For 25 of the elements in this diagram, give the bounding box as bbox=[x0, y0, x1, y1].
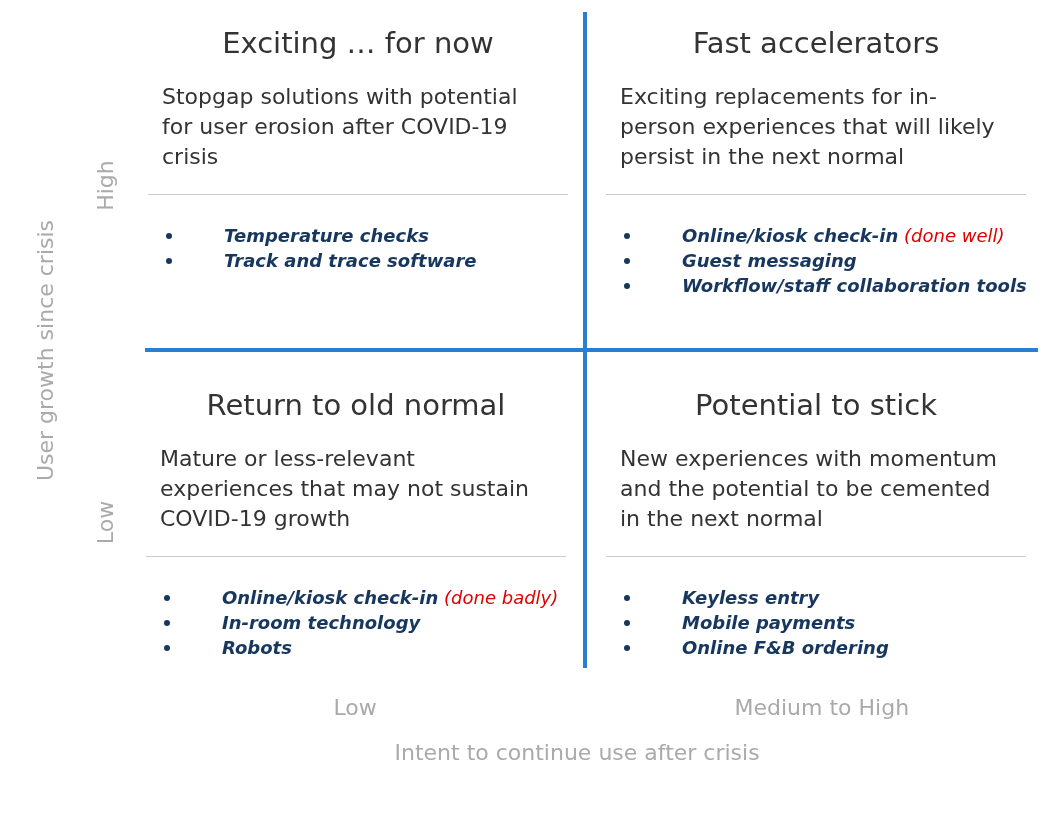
bullet-item: Robots bbox=[222, 636, 292, 660]
quadrant-heading: Return to old normal bbox=[205, 388, 507, 422]
quadrant-description: Stopgap solutions with potential for user erosion after COVID-19 crisis bbox=[162, 83, 519, 171]
bullet-item: Online F&B ordering bbox=[682, 636, 889, 660]
bullet-item: Guest messaging bbox=[682, 249, 857, 273]
axis-label: Medium to High bbox=[734, 694, 910, 720]
quadrant-description: New experiences with momentum and the potential to be cemented in the next normal bbox=[620, 445, 998, 533]
bullet-item: Online/kiosk check-in (done badly) bbox=[222, 586, 559, 610]
quadrant-heading: Exciting … for now bbox=[221, 26, 495, 60]
axis-title: User growth since crisis bbox=[32, 219, 58, 481]
quadrant-heading: Potential to stick bbox=[694, 388, 938, 422]
bullet-item: In-room technology bbox=[222, 611, 421, 635]
bullet-item: Workflow/staff collaboration tools bbox=[682, 274, 1027, 298]
bullet-item: Online/kiosk check-in (done well) bbox=[682, 224, 1005, 248]
bullet-item: Track and trace software bbox=[224, 249, 477, 273]
axis-label: High bbox=[92, 159, 118, 211]
axis-label: Low bbox=[92, 500, 118, 544]
bullet-item: Temperature checks bbox=[224, 224, 429, 248]
quadrant-description: Mature or less-relevant experiences that may not sustain COVID-19 growth bbox=[160, 445, 531, 533]
axis-title: Intent to continue use after crisis bbox=[394, 739, 760, 765]
axis-label: Low bbox=[333, 694, 377, 720]
quadrant-heading: Fast accelerators bbox=[691, 26, 941, 60]
bullet-item: Keyless entry bbox=[682, 586, 820, 610]
quadrant-description: Exciting replacements for in-person experiences that will likely persist in the next normal bbox=[620, 83, 996, 171]
bullet-item: Mobile payments bbox=[682, 611, 856, 635]
